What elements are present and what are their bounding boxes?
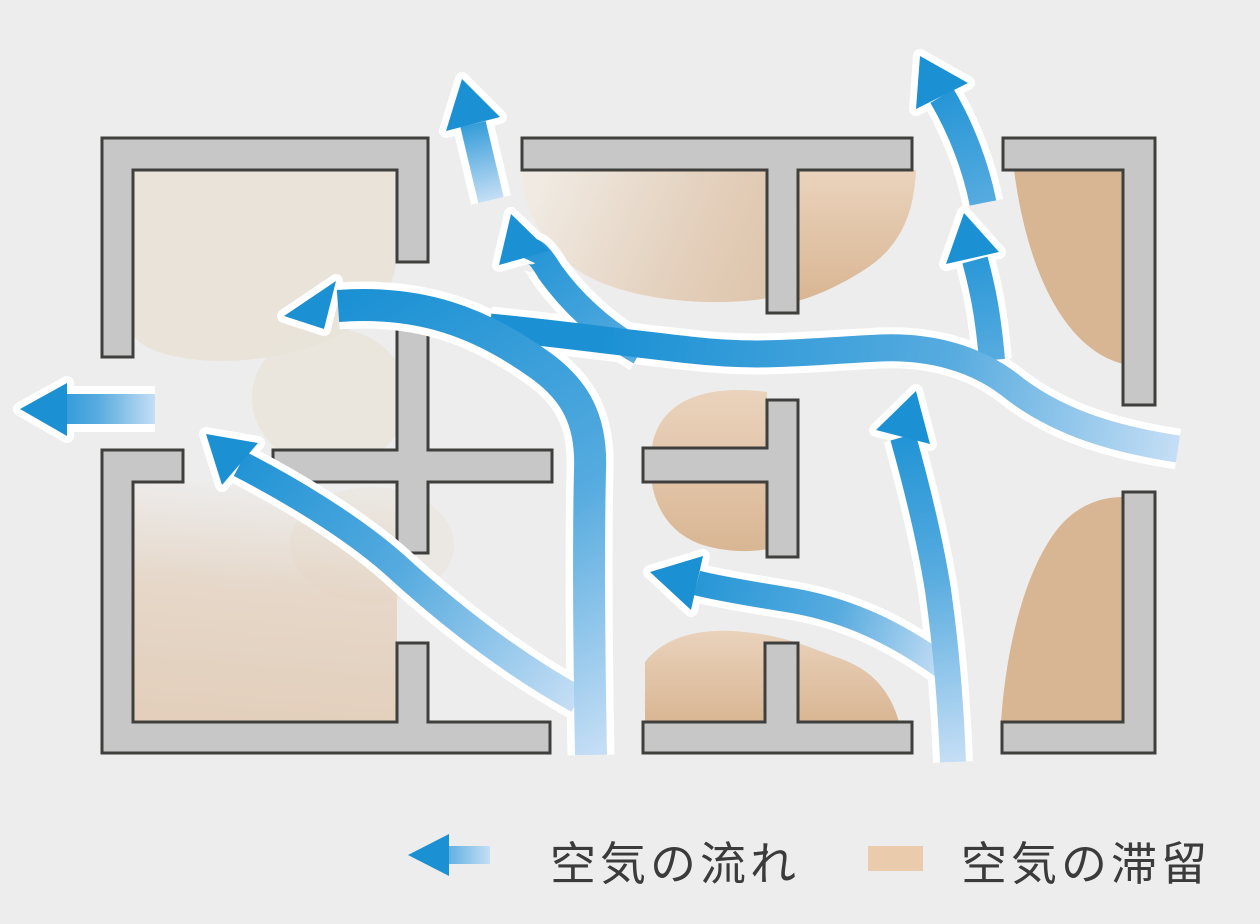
- arrowhead-mid-left: [650, 556, 703, 610]
- cream-area-top-left-room: [133, 170, 397, 361]
- flow-right-branch-up: [962, 256, 1005, 362]
- arrowhead-bottom-left-room: [206, 434, 258, 485]
- arrowhead-main-left: [284, 281, 336, 329]
- flow-arrowheads: [20, 56, 999, 610]
- arrowhead-right-up: [946, 213, 999, 264]
- cream-area-center-swirl: [252, 328, 408, 468]
- wall-top-left-room: [100, 136, 430, 359]
- wall-top-right-corner: [1001, 136, 1157, 407]
- flow-exit-top-left: [460, 121, 504, 203]
- wall-center-right-tee: [641, 398, 800, 559]
- flow-cross-from-right: [488, 313, 1181, 463]
- stagnation-bottom-right-corner: [1001, 497, 1123, 722]
- arrowhead-center-up: [499, 214, 549, 265]
- arrowhead-exit-top-left: [446, 79, 500, 131]
- arrowhead-riser-up-right: [876, 391, 930, 444]
- flow-riser-bottom-right: [890, 433, 966, 763]
- walls: [100, 136, 1157, 755]
- flow-main-riser: [336, 289, 607, 756]
- cream-area-top-center-room: [522, 170, 790, 303]
- wall-center-cross: [271, 325, 554, 555]
- flow-exit-top-right: [930, 89, 997, 206]
- flow-mid-leftward: [693, 570, 953, 679]
- stagnation-beside-top-center-partition: [798, 170, 916, 301]
- wall-bottom-left-room: [100, 448, 552, 755]
- arrowhead-exit-left: [20, 383, 67, 436]
- wall-bottom-center-tee: [641, 641, 914, 755]
- wall-top-center-tee: [520, 136, 914, 315]
- wall-bottom-right-corner: [1000, 490, 1157, 755]
- stagnation-top-right-corner: [1014, 170, 1123, 364]
- flow-bottom-left-room: [233, 451, 585, 712]
- arrowhead-exit-top-right: [916, 56, 968, 109]
